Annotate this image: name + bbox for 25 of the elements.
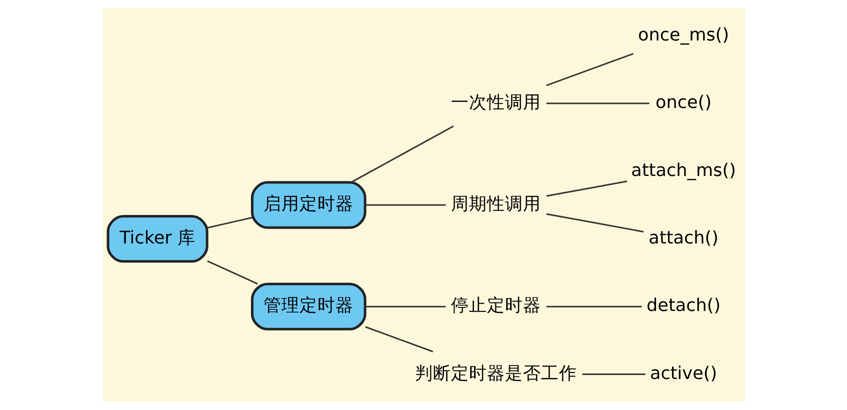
node-text: detach() xyxy=(646,296,720,316)
connector xyxy=(206,260,258,285)
node-box: 管理定时器 xyxy=(250,282,366,330)
node-text: attach_ms() xyxy=(630,160,736,181)
connector xyxy=(582,374,645,376)
connector xyxy=(546,180,627,197)
connector xyxy=(546,52,634,86)
node-box: 启用定时器 xyxy=(250,181,366,229)
node-text: once() xyxy=(655,93,712,114)
node-text: 一次性调用 xyxy=(450,93,541,114)
connector xyxy=(350,126,454,183)
connector xyxy=(546,102,649,104)
node-text: 判断定时器是否工作 xyxy=(414,364,577,384)
connector xyxy=(364,306,446,308)
connector xyxy=(206,216,252,228)
node-text: 周期性调用 xyxy=(450,194,541,215)
connector xyxy=(364,204,446,206)
connector xyxy=(546,306,642,308)
node-text: 停止定时器 xyxy=(450,296,541,316)
node-text: once_ms() xyxy=(638,25,729,46)
node-box: Ticker 库 xyxy=(106,215,208,263)
connector xyxy=(546,213,644,232)
node-text: active() xyxy=(650,364,717,384)
connector xyxy=(364,326,433,352)
node-text: attach() xyxy=(648,228,718,248)
